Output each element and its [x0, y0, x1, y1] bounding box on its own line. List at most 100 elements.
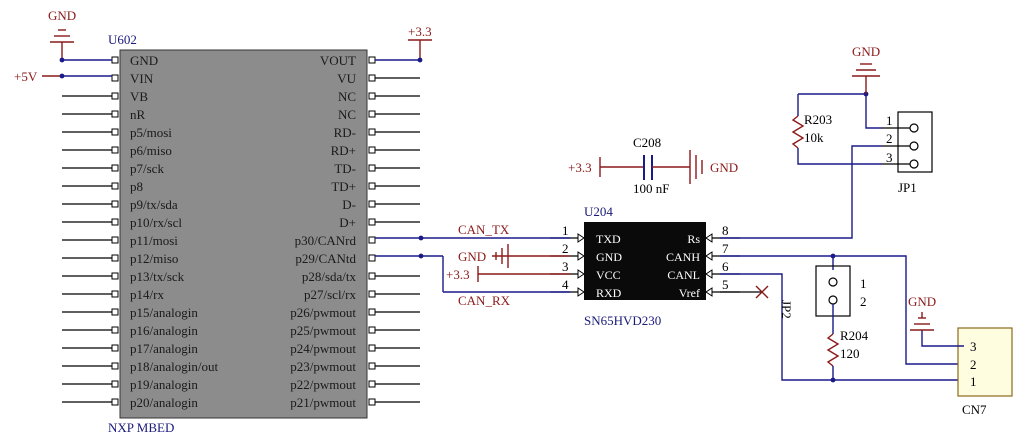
mbed-right-pin-pad — [368, 200, 376, 208]
jumper-jp1: 1 2 3 JP1 — [882, 111, 933, 195]
mbed-left-pin-pad — [111, 146, 119, 154]
vref-no-connect — [720, 285, 769, 299]
u204-left-pin-arrow — [577, 269, 585, 279]
u204-right-pin-num: 7 — [722, 241, 729, 256]
mbed-left-pin-label: p17/analogin — [130, 341, 198, 356]
connector-cn7: GND 3 2 1 CN7 — [908, 294, 1013, 417]
p5v-net: +5V — [14, 69, 112, 84]
r203-ref: R203 — [804, 112, 832, 127]
mbed-right-pin-label: TD- — [334, 161, 356, 176]
mbed-left-pin-pad — [111, 236, 119, 244]
mbed-right-pin-pad — [368, 308, 376, 316]
jp1-gnd-label: GND — [852, 44, 880, 59]
c208-ref: C208 — [633, 135, 661, 150]
u204-right-pin-arrow — [705, 269, 713, 279]
jp1-gnd-and-r203: GND R203 10k — [791, 44, 882, 165]
u204-left-pin-arrow — [577, 287, 585, 297]
u204-body — [584, 222, 706, 300]
mbed-right-pin-pad — [368, 164, 376, 172]
gnd-symbol-mbed: GND — [48, 8, 112, 63]
u204-p33: +3.3 — [446, 266, 570, 282]
mbed-right-pin-pad — [368, 362, 376, 370]
u204-right-pin-arrow — [705, 287, 713, 297]
mbed-left-pin-label: p10/rx/scl — [130, 215, 182, 230]
mbed-ref: U602 — [108, 32, 137, 47]
mbed-left-pin-pad — [111, 254, 119, 262]
u204-left-pin-label: VCC — [596, 268, 621, 282]
can-rx-net: CAN_RX — [375, 253, 570, 308]
mbed-right-pin-label: p22/pwmout — [290, 377, 356, 392]
mbed-right-pin-label: D- — [342, 197, 356, 212]
jp1-pin3: 3 — [886, 150, 893, 165]
mbed-left-pin-label: p6/miso — [130, 143, 172, 158]
jp2-ref: JP2 — [779, 300, 794, 319]
mbed-right-pin-label: p23/pwmout — [290, 359, 356, 374]
jp1-pin1: 1 — [886, 113, 893, 128]
mbed-right-pin-label: RD- — [334, 125, 356, 140]
u204-right-pin-label: Vref — [679, 286, 700, 300]
mbed-right-pin-label: p24/pwmout — [290, 341, 356, 356]
mbed-right-pin-label: p27/scl/rx — [304, 287, 356, 302]
mbed-right-pin-pad — [368, 146, 376, 154]
mbed-left-pin-pad — [111, 398, 119, 406]
gnd-label-mbed: GND — [48, 8, 76, 23]
u204-right-pin-label: CANH — [666, 250, 700, 264]
u204-left-pin-arrow — [577, 233, 585, 243]
jp1-ref: JP1 — [898, 180, 917, 195]
mbed-right-pin-label: p26/pwmout — [290, 305, 356, 320]
mbed-left-pin-pad — [111, 218, 119, 226]
u204-left-pin-label: GND — [596, 250, 622, 264]
mbed-left-pin-pad — [111, 164, 119, 172]
u204-gnd-label: GND — [458, 249, 486, 264]
can-tx-net: CAN_TX — [375, 222, 570, 241]
mbed-right-pin-label: VU — [337, 71, 356, 86]
mbed-right-pin-pad — [368, 218, 376, 226]
mbed-right-pin-label: TD+ — [331, 179, 356, 194]
u204-left-pin-num: 2 — [562, 241, 569, 256]
mbed-left-pin-label: p20/analogin — [130, 395, 198, 410]
mbed-left-pin-label: VIN — [130, 71, 154, 86]
p33-vout-net: +3.3 — [375, 24, 432, 63]
mbed-left-pin-label: p11/mosi — [130, 233, 178, 248]
mbed-right-pin-pad — [368, 110, 376, 118]
mbed-right-pins: VOUTVUNCNCRD-RD+TD-TD+D-D+p30/CANrdp29/C… — [290, 53, 420, 410]
mbed-right-pin-pad — [368, 182, 376, 190]
mbed-right-pin-label: p29/CANtd — [295, 251, 356, 266]
mbed-left-pin-pad — [111, 92, 119, 100]
cn7-pin1: 1 — [970, 374, 977, 389]
mbed-left-pin-label: p19/analogin — [130, 377, 198, 392]
mbed-left-pin-pad — [111, 74, 119, 82]
mbed-left-pin-label: GND — [130, 53, 158, 68]
mbed-right-pin-label: RD+ — [331, 143, 356, 158]
mbed-right-pin-pad — [368, 92, 376, 100]
mbed-right-pin-label: p30/CANrd — [295, 233, 357, 248]
mbed-left-pin-label: p9/tx/sda — [130, 197, 178, 212]
u204-left-pin-label: RXD — [596, 286, 622, 300]
mbed-left-pin-pad — [111, 290, 119, 298]
mbed-module: U602 NXP MBED GNDVINVBnRp5/mosip6/misop7… — [62, 32, 420, 435]
u204-part: SN65HVD230 — [584, 313, 661, 328]
mbed-left-pin-pad — [111, 308, 119, 316]
u204-right-pin-label: Rs — [687, 232, 700, 246]
mbed-right-pin-label: NC — [338, 107, 356, 122]
cn7-pin3: 3 — [970, 339, 977, 354]
u204-right-pin-label: CANL — [667, 268, 700, 282]
mbed-right-pin-label: D+ — [339, 215, 356, 230]
r204-value: 120 — [840, 346, 860, 361]
mbed-left-pin-pad — [111, 56, 119, 64]
r203-value: 10k — [804, 130, 824, 145]
mbed-left-pin-label: nR — [130, 107, 146, 122]
mbed-left-pin-label: p7/sck — [130, 161, 164, 176]
mbed-right-pin-label: NC — [338, 89, 356, 104]
mbed-right-pin-label: p28/sda/tx — [302, 269, 357, 284]
cn7-ref: CN7 — [962, 402, 987, 417]
mbed-right-pin-pad — [368, 398, 376, 406]
c208-gnd-label: GND — [710, 160, 738, 175]
mbed-left-pin-pad — [111, 200, 119, 208]
jp2-pin1: 1 — [860, 276, 867, 291]
mbed-left-pin-label: p16/analogin — [130, 323, 198, 338]
mbed-right-pin-pad — [368, 128, 376, 136]
mbed-right-pin-label: p25/pwmout — [290, 323, 356, 338]
cn7-gnd-label: GND — [908, 294, 936, 309]
